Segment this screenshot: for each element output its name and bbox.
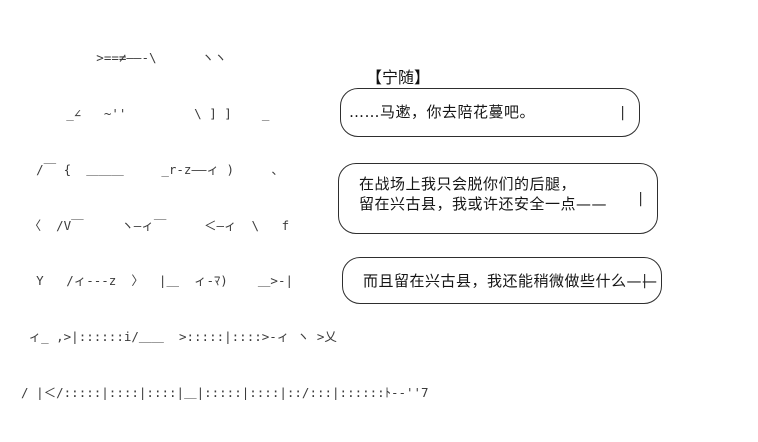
speech-bubble-1: ……马遬，你去陪花蔓吧。 | [340, 88, 640, 137]
ascii-art-line: _∠ ~'' \ ] ] _ [6, 105, 270, 121]
ascii-art-line: >==≠――-\ ヽヽ [6, 50, 227, 66]
speaker-name: 【宁随】 [364, 64, 433, 88]
ascii-art-line: Y /ィ---z 〉 |＿ ィ-ﾏ) ＿>-| [6, 273, 293, 289]
ascii-art-line: /￣ { ＿＿＿ _r-z――ィ ) ､ [6, 161, 278, 177]
dialogue-text: ……马遬，你去陪花蔓吧。 [349, 103, 536, 121]
bubble-right-bar: | [620, 104, 625, 121]
ascii-art-line: 〈 /V￣ ヽ―ィ￣ ＜―ィ \ f [6, 217, 290, 233]
dialogue-text: 留在兴古县，我或许还安全一点—— [359, 195, 608, 213]
ascii-art-line: / |＜/:::::|::::|::::|＿|:::::|::::|::/:::… [6, 384, 429, 400]
ascii-art-line: ィ_ ,>|::::::i/＿＿ >:::::|::::>-ィ ヽ >乂 [6, 329, 337, 345]
ascii-art-line: \_/ィ::::::|::::|:::::|:::::)::|::::|:::j… [6, 440, 463, 442]
ascii-art: >==≠――-\ ヽヽ _∠ ~'' \ ] ] _ /￣ { ＿＿＿ _r-z… [6, 12, 463, 442]
speech-bubble-2: 在战场上我只会脱你们的后腿， 留在兴古县，我或许还安全一点—— | [338, 163, 658, 234]
bubble-right-bar: | [642, 272, 647, 289]
dialogue-text: 在战场上我只会脱你们的后腿， [359, 175, 577, 193]
bubble-right-bar: | [638, 190, 643, 207]
dialogue-text: 而且留在兴古县，我还能稍微做些什么—— [363, 272, 658, 290]
speech-bubble-3: 而且留在兴古县，我还能稍微做些什么—— | [342, 257, 662, 304]
